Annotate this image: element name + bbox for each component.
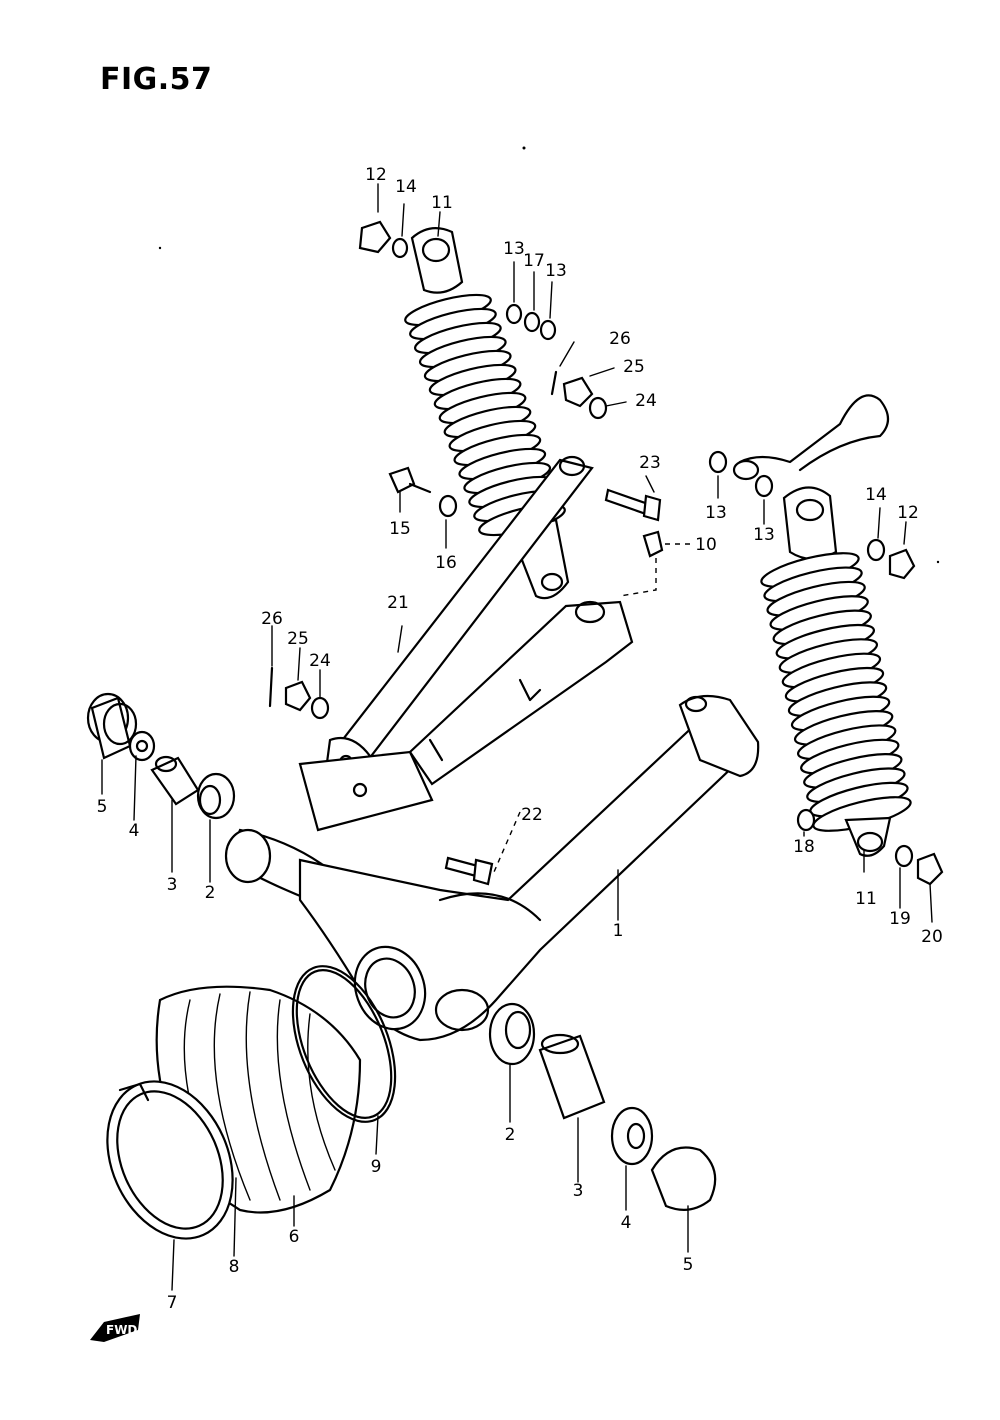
callout-10: 10 <box>695 535 717 555</box>
callout-4-bottom: 4 <box>621 1213 632 1233</box>
callout-17: 17 <box>523 251 545 271</box>
callout-3-left: 3 <box>167 875 178 895</box>
callout-8: 8 <box>229 1257 240 1277</box>
speck <box>522 146 526 150</box>
callout-25-mid: 25 <box>287 629 309 649</box>
o-ring <box>291 965 397 1123</box>
callout-5-bottom: 5 <box>683 1255 694 1275</box>
callout-14-top: 14 <box>395 177 417 197</box>
callout-23: 23 <box>639 453 661 473</box>
figure-title: FIG.57 <box>100 62 213 97</box>
right-shock-absorber <box>760 486 912 857</box>
callout-20: 20 <box>921 927 943 947</box>
callout-16: 16 <box>435 553 457 573</box>
callout-12-top: 12 <box>365 165 387 185</box>
leader-lines <box>101 183 933 1291</box>
callout-12-right: 12 <box>897 503 919 523</box>
left-shock-absorber <box>404 227 570 600</box>
callout-2-bottom: 2 <box>505 1125 516 1145</box>
callout-13-d: 13 <box>753 525 775 545</box>
speck <box>936 560 940 564</box>
speck <box>158 246 162 250</box>
small-hardware <box>268 220 944 886</box>
callout-13-b: 13 <box>545 261 567 281</box>
callout-14-right: 14 <box>865 485 887 505</box>
forward-arrow: FWD <box>90 1314 140 1342</box>
callout-26-mid: 26 <box>261 609 283 629</box>
callout-25-top: 25 <box>623 357 645 377</box>
bracket-arm <box>298 600 634 832</box>
callout-24-mid: 24 <box>309 651 331 671</box>
boot-clamp <box>106 1080 234 1240</box>
callout-11-right: 11 <box>855 889 877 909</box>
callout-labels: 12 14 11 13 17 13 26 25 24 23 15 16 10 1… <box>97 165 943 1313</box>
callout-13-c: 13 <box>705 503 727 523</box>
pivot-parts-left <box>86 692 236 820</box>
forward-label: FWD <box>106 1323 137 1337</box>
callout-5-left: 5 <box>97 797 108 817</box>
callout-21: 21 <box>387 593 409 613</box>
callout-1: 1 <box>613 921 624 941</box>
callout-26-top: 26 <box>609 329 631 349</box>
pivot-parts-bottom <box>488 1002 717 1211</box>
swingarm <box>224 694 760 1042</box>
callout-11-top: 11 <box>431 193 453 213</box>
callout-13-a: 13 <box>503 239 525 259</box>
callout-15: 15 <box>389 519 411 539</box>
callout-19: 19 <box>889 909 911 929</box>
callout-2-left: 2 <box>205 883 216 903</box>
callout-7: 7 <box>167 1293 178 1313</box>
callout-3-bottom: 3 <box>573 1181 584 1201</box>
callout-6: 6 <box>289 1227 300 1247</box>
callout-18: 18 <box>793 837 815 857</box>
callout-9: 9 <box>371 1157 382 1177</box>
callout-4-left: 4 <box>129 821 140 841</box>
callout-22: 22 <box>521 805 543 825</box>
callout-24-top: 24 <box>635 391 657 411</box>
